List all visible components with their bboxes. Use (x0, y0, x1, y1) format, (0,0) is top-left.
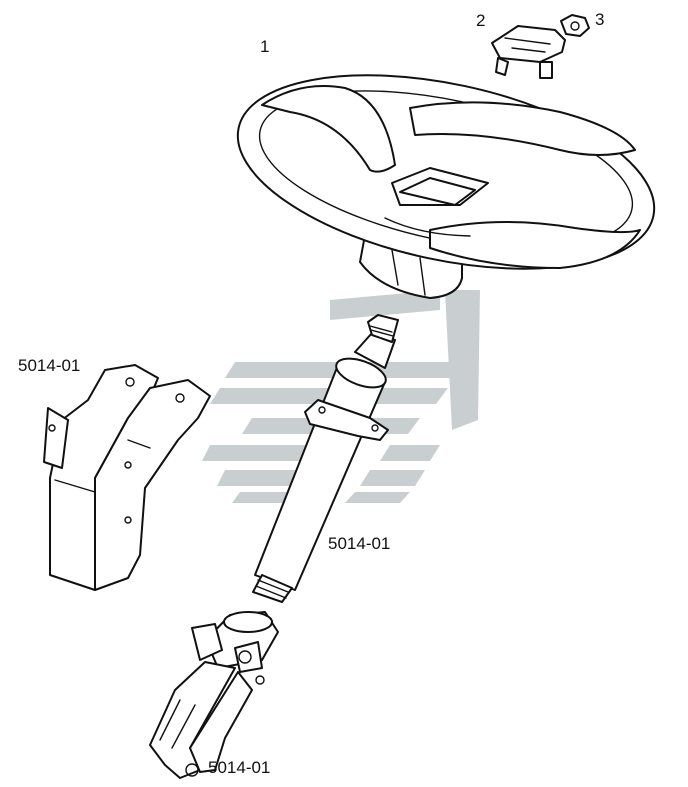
steering-wheel (236, 74, 656, 299)
mounting-bracket (43, 364, 211, 591)
nut (560, 14, 590, 37)
universal-joint (149, 611, 279, 779)
callout-column: 5014-01 (328, 534, 390, 553)
horn-switch (491, 25, 566, 79)
callout-horn-switch: 2 (476, 11, 485, 30)
callout-nut: 3 (595, 10, 604, 29)
steering-column (252, 314, 399, 603)
callout-steering-wheel: 1 (260, 37, 269, 56)
callout-bracket: 5014-01 (18, 356, 80, 375)
callout-joint: 5014-01 (208, 758, 270, 777)
watermark-logo (202, 290, 480, 503)
